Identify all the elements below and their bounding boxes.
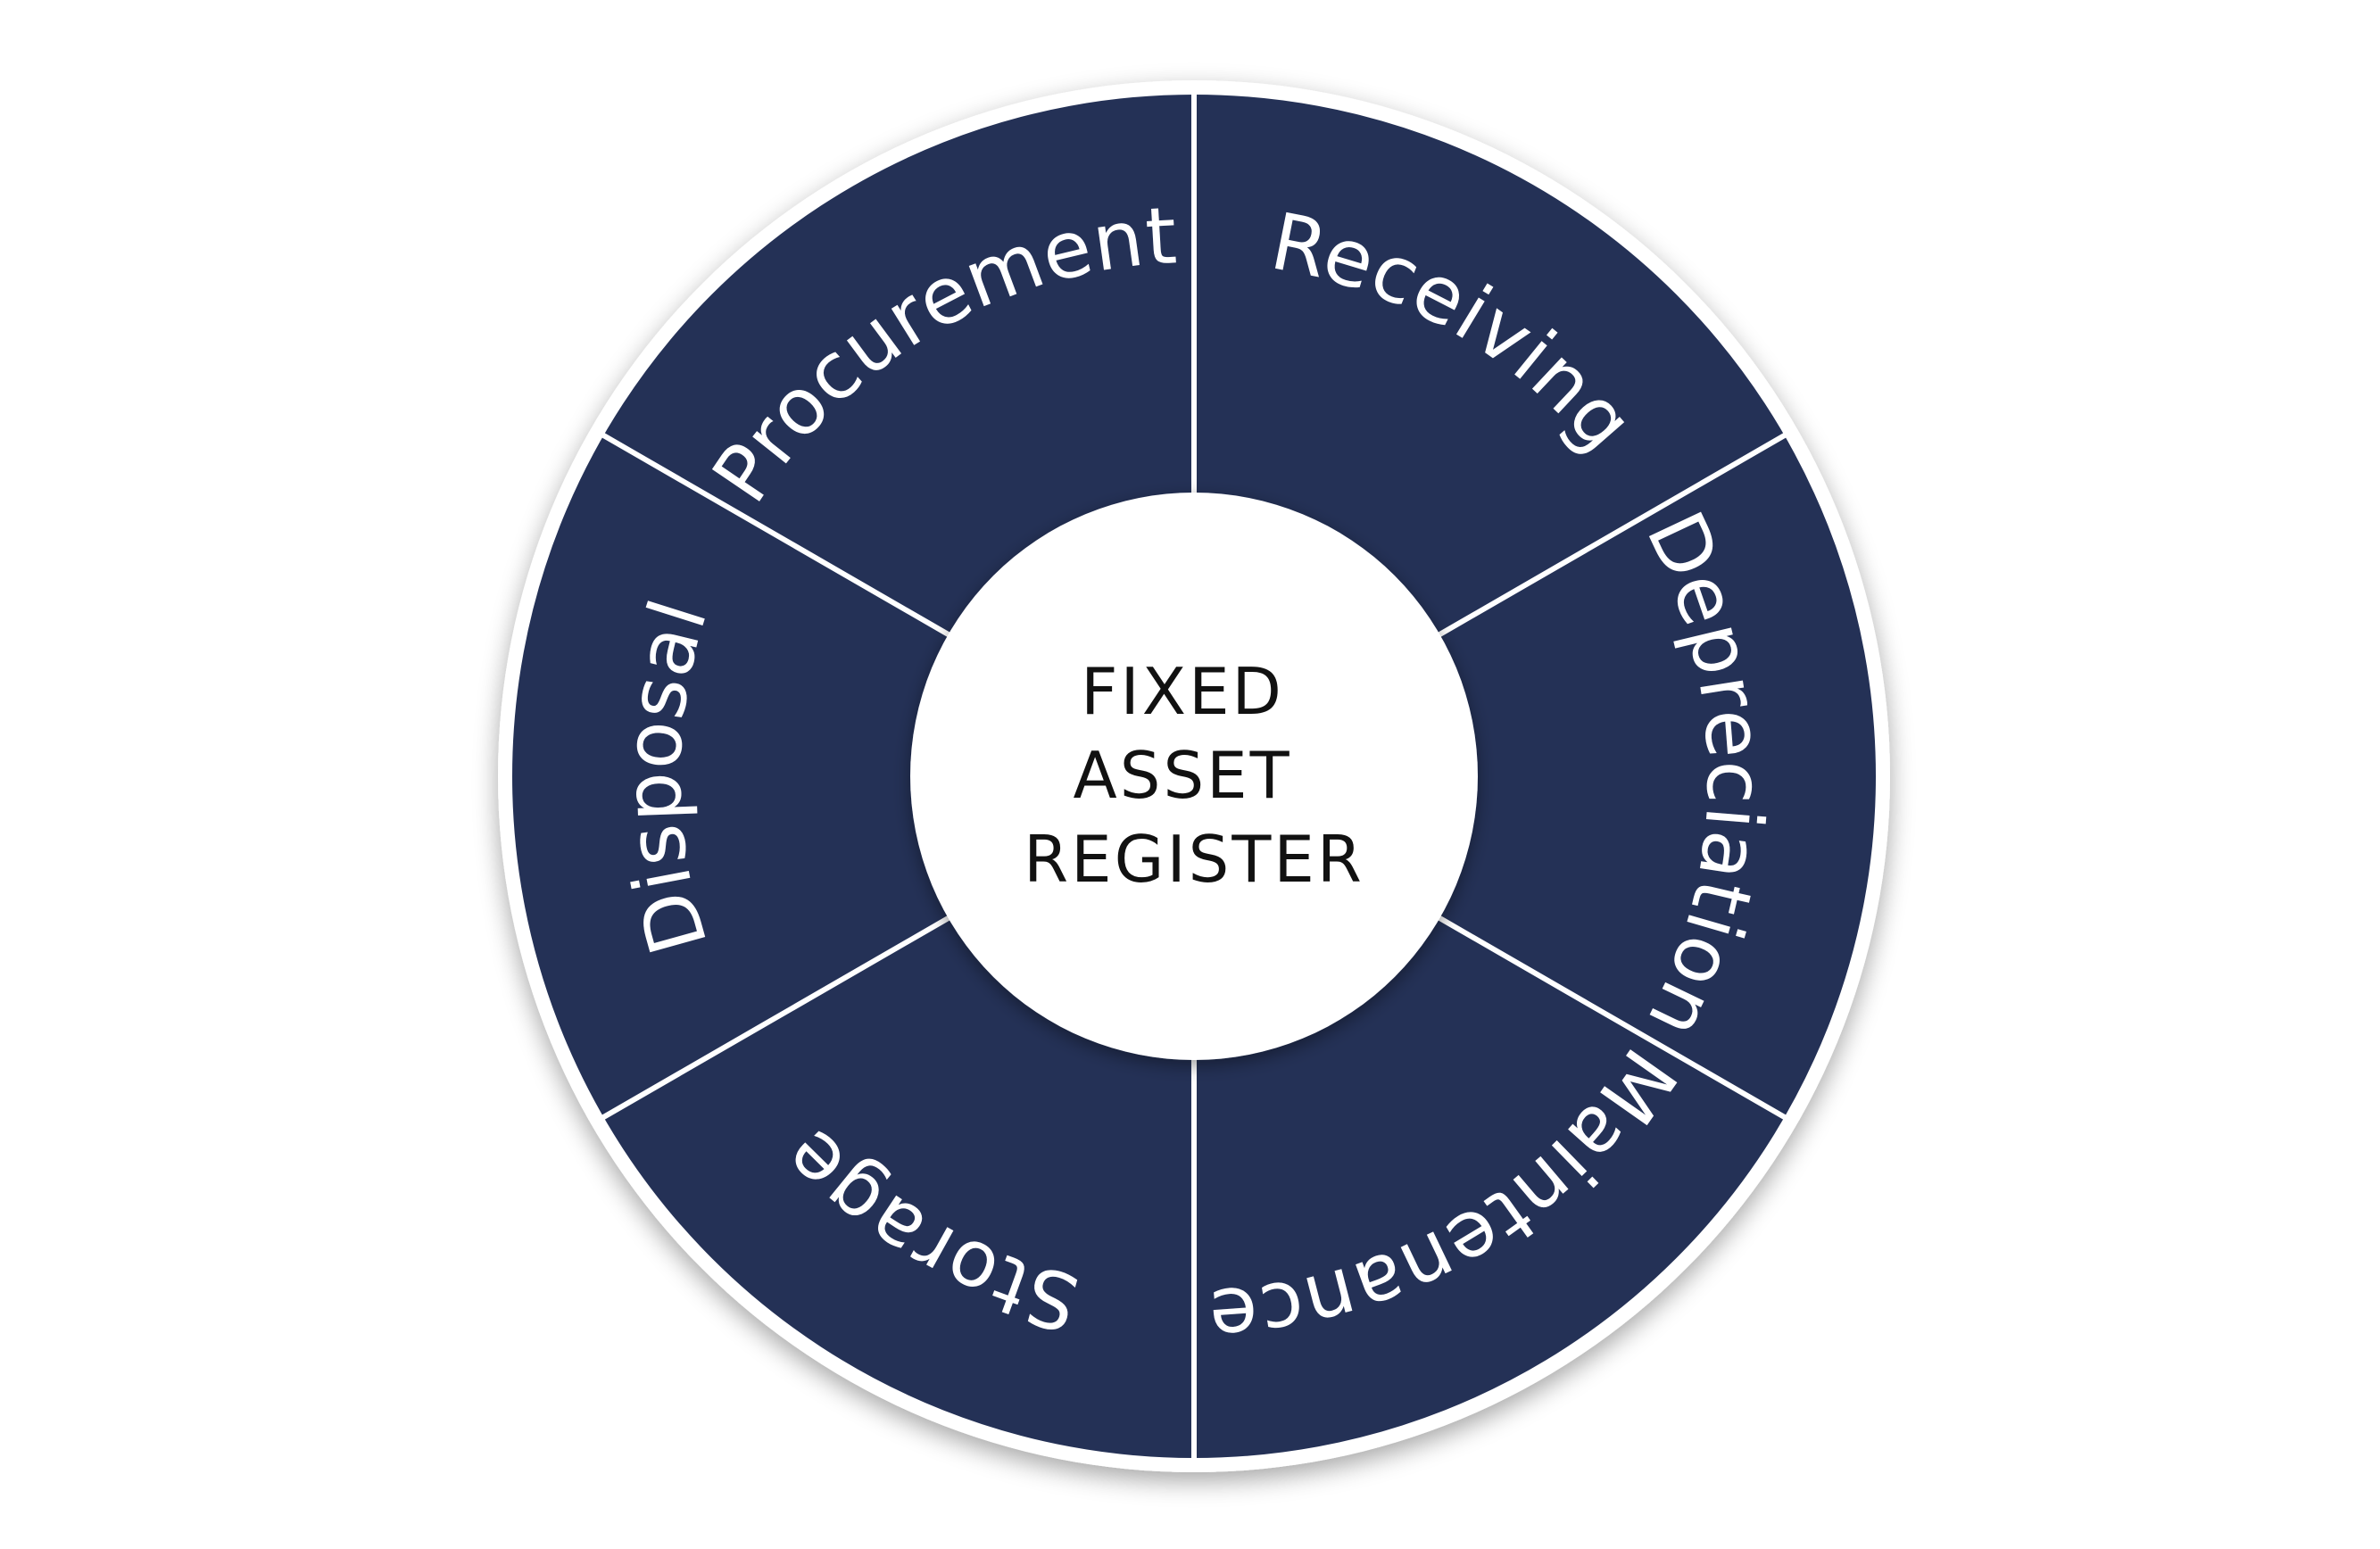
center-title: FIXED ASSET REGISTER (1024, 654, 1364, 897)
segment-divider (601, 432, 953, 639)
center-line-2: ASSET (1073, 738, 1291, 813)
segment-dividers (601, 93, 1787, 1460)
center-line-1: FIXED (1081, 654, 1284, 729)
segment-divider (1435, 432, 1787, 639)
center-line-3: REGISTER (1024, 822, 1364, 897)
center-hub (910, 493, 1478, 1060)
segment-divider (1435, 914, 1787, 1121)
segment-divider (601, 914, 953, 1121)
